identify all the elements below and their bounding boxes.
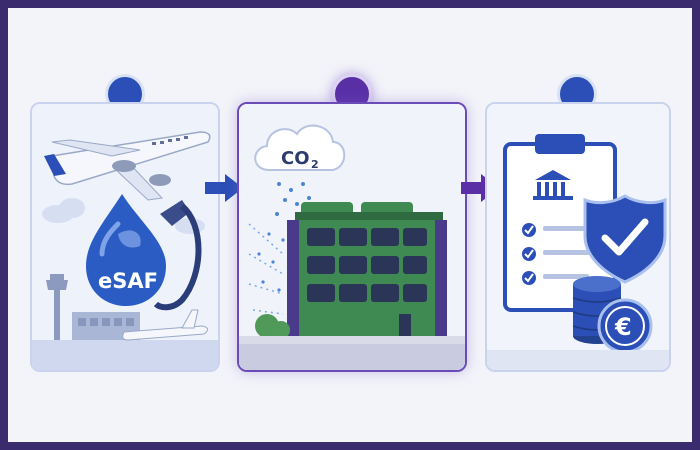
cloud-icon bbox=[42, 198, 205, 234]
checklist-icon bbox=[522, 223, 589, 285]
esaf-illustration: eSAF bbox=[32, 104, 218, 370]
airplane-icon bbox=[44, 131, 211, 201]
control-tower-icon bbox=[46, 274, 68, 340]
shrub bbox=[255, 314, 290, 339]
arrow-right-icon bbox=[203, 172, 245, 204]
regulation-illustration: € bbox=[487, 104, 669, 370]
airplane-icon bbox=[122, 309, 208, 341]
co2-label: CO bbox=[281, 148, 310, 169]
euro-symbol: € bbox=[614, 313, 632, 341]
cloud-icon bbox=[254, 124, 346, 171]
panel-esaf-aviation: eSAF bbox=[30, 102, 220, 372]
direct-air-capture-plant-icon bbox=[287, 202, 447, 336]
esaf-label: eSAF bbox=[98, 269, 158, 293]
fuel-drop-icon bbox=[86, 194, 166, 306]
panel-regulation-finance: € bbox=[485, 102, 671, 372]
shield-check-icon bbox=[583, 194, 667, 284]
fuel-nozzle-icon bbox=[153, 200, 202, 311]
bank-icon bbox=[533, 170, 573, 200]
co2-capture-illustration: CO 2 bbox=[239, 104, 465, 370]
co2-subscript: 2 bbox=[311, 158, 319, 171]
panel-co2-capture: CO 2 bbox=[237, 102, 467, 372]
